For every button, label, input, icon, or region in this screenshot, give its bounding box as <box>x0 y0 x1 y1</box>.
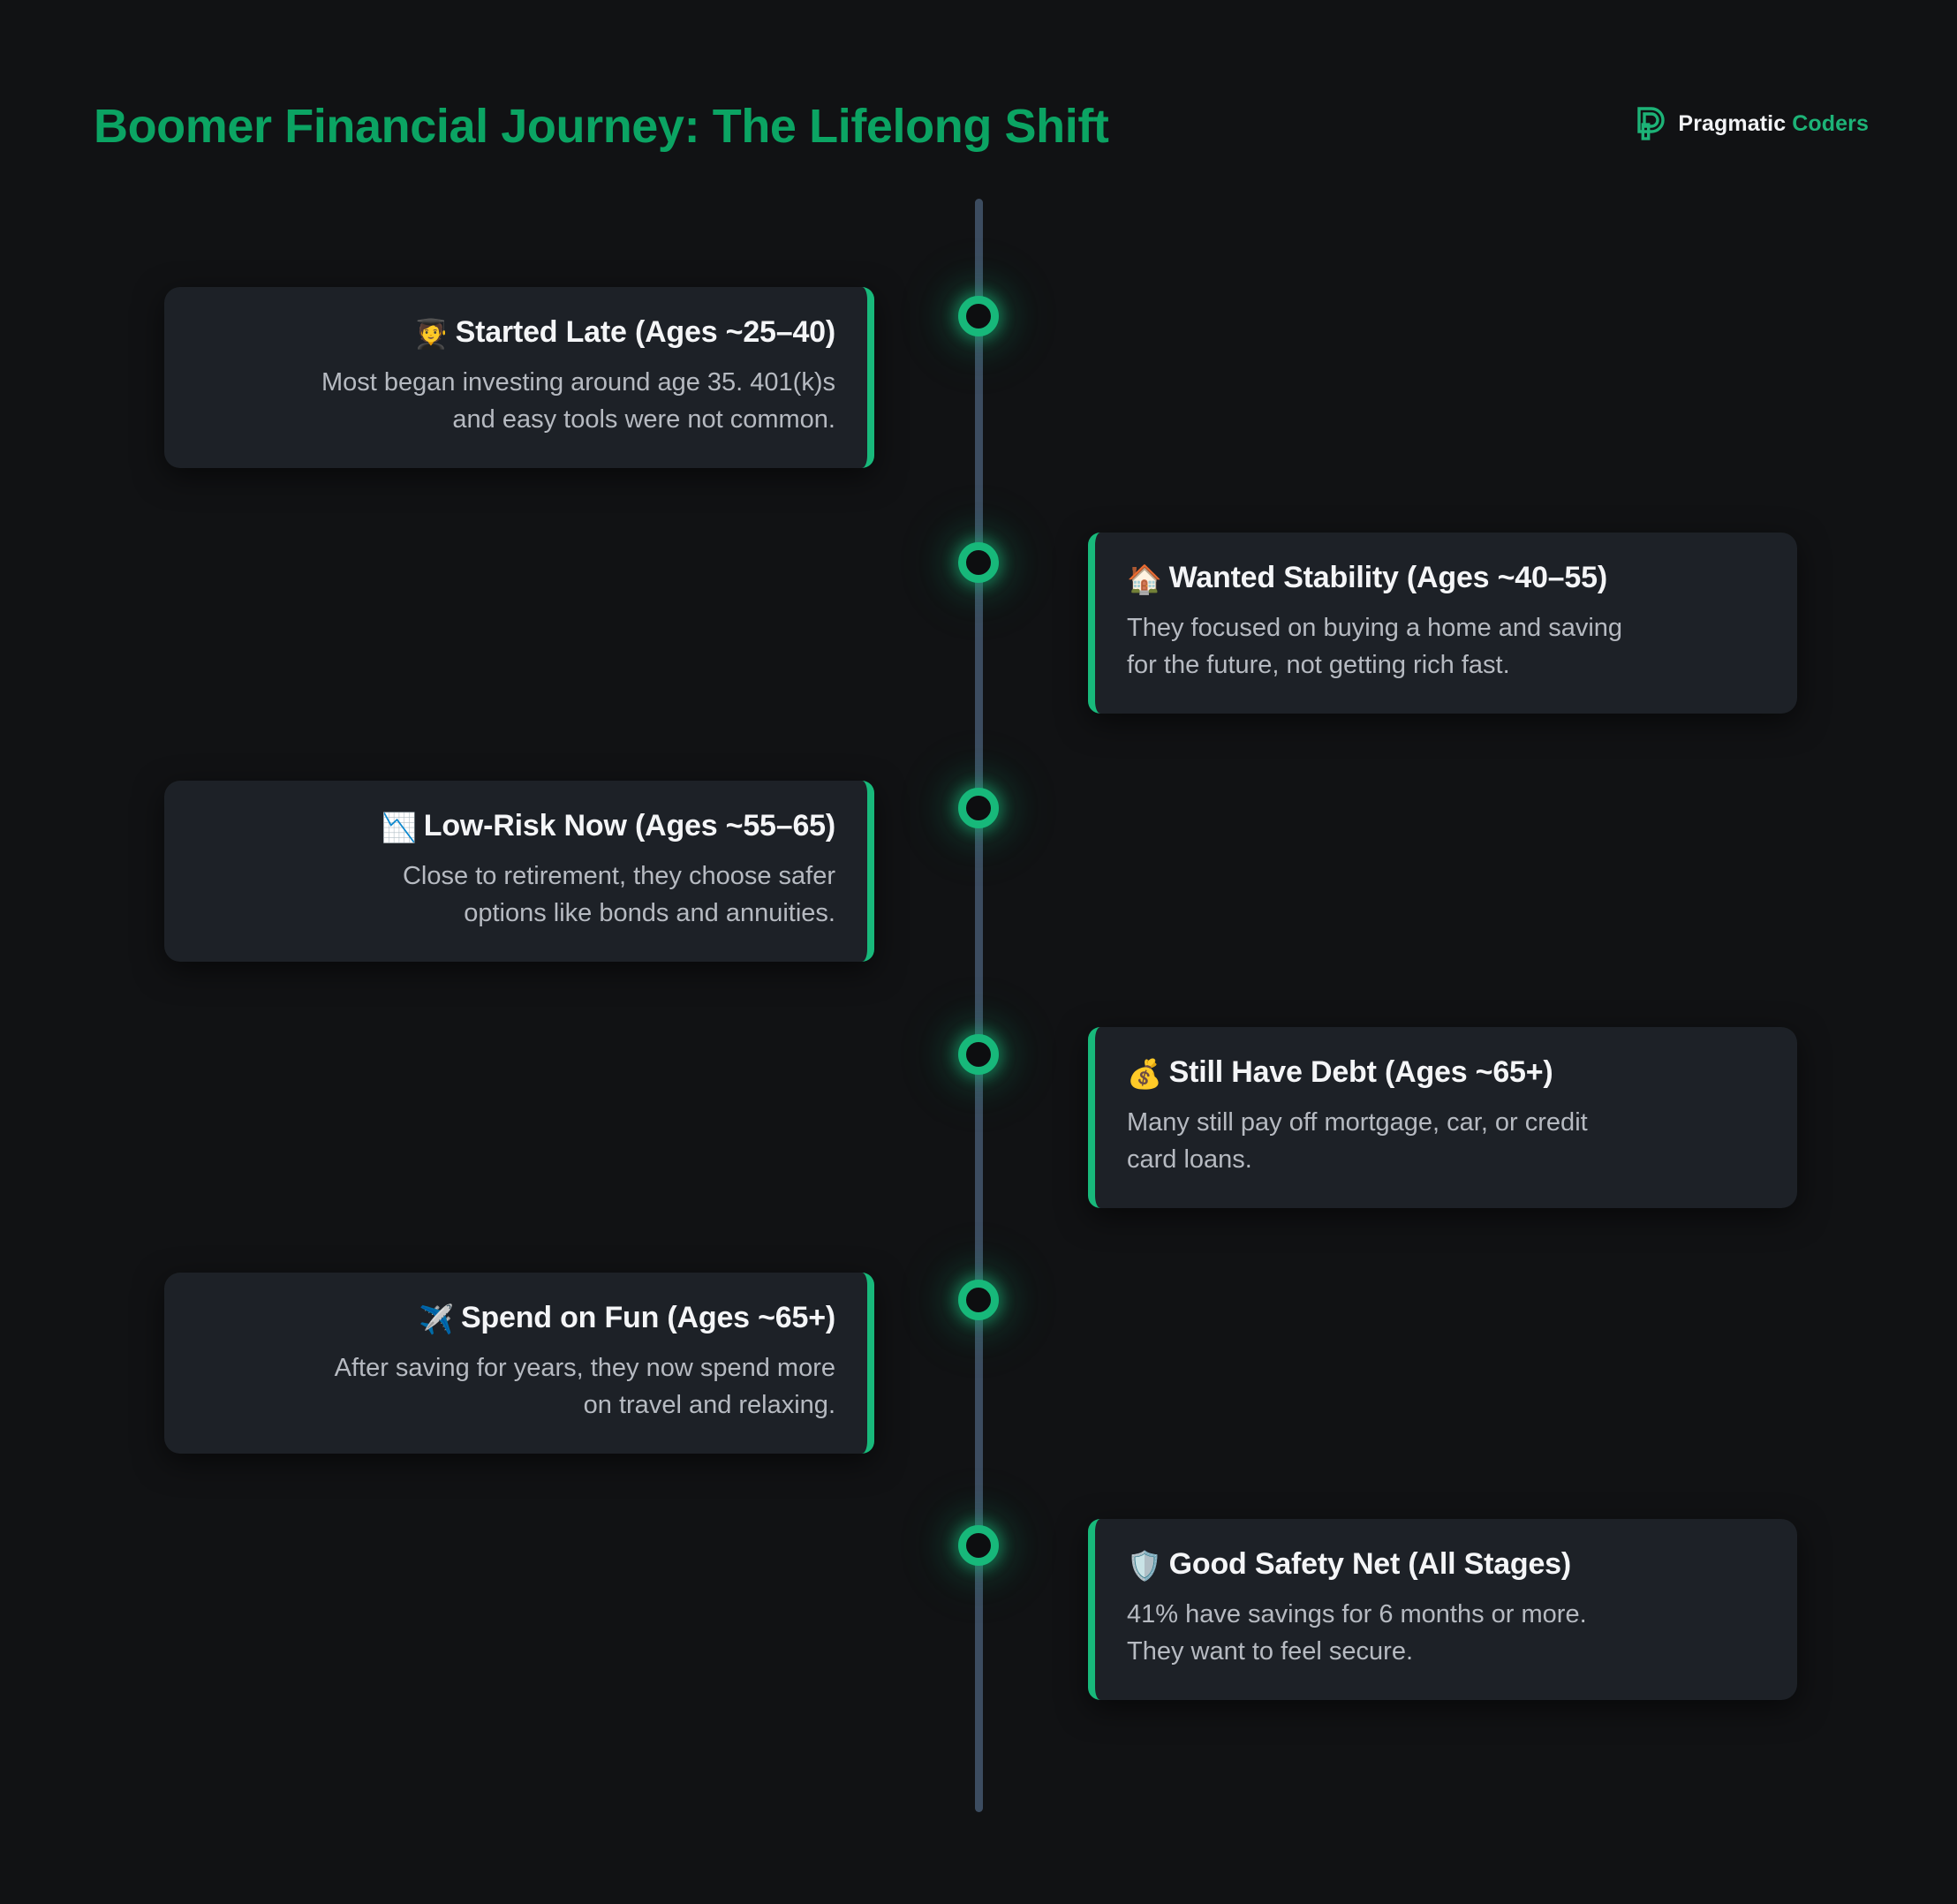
card-body-line: for the future, not getting rich fast. <box>1127 650 1510 679</box>
timeline-card-4[interactable]: 💰Still Have Debt (Ages ~65+) Many still p… <box>1088 1027 1797 1209</box>
timeline-node-4[interactable] <box>958 1034 999 1075</box>
card-body: Close to retirement, they choose safer op… <box>196 858 835 933</box>
brand-name-primary: Pragmatic <box>1678 110 1787 136</box>
brand-logo: Pragmatic Coders <box>1636 104 1869 143</box>
timeline-card-2[interactable]: 🏠Wanted Stability (Ages ~40–55) They focu… <box>1088 533 1797 714</box>
card-title: 💰Still Have Debt (Ages ~65+) <box>1127 1054 1765 1092</box>
page-title: Boomer Financial Journey: The Lifelong S… <box>94 100 1109 153</box>
card-title: 🏠Wanted Stability (Ages ~40–55) <box>1127 559 1765 598</box>
card-body: 41% have savings for 6 months or more. Th… <box>1127 1597 1765 1671</box>
money-bag-icon: 💰 <box>1127 1058 1162 1090</box>
card-title-text: Still Have Debt (Ages ~65+) <box>1168 1055 1553 1089</box>
card-body-line: Most began investing around age 35. 401(… <box>321 367 835 397</box>
airplane-icon: ✈️ <box>419 1303 454 1335</box>
graduate-icon: 🧑‍🎓 <box>412 318 449 350</box>
house-icon: 🏠 <box>1127 563 1162 595</box>
card-body-line: After saving for years, they now spend m… <box>334 1353 835 1382</box>
timeline-node-1[interactable] <box>958 296 999 336</box>
card-body: They focused on buying a home and saving… <box>1127 610 1765 684</box>
card-title: 📉Low-Risk Now (Ages ~55–65) <box>196 807 835 846</box>
card-title-text: Good Safety Net (All Stages) <box>1168 1547 1572 1581</box>
timeline-spine <box>975 199 983 1812</box>
card-body-line: Close to retirement, they choose safer <box>402 861 835 890</box>
timeline-card-1[interactable]: 🧑‍🎓Started Late (Ages ~25–40) Most began … <box>164 287 874 469</box>
chart-decreasing-icon: 📉 <box>382 812 417 843</box>
card-title-text: Wanted Stability (Ages ~40–55) <box>1168 561 1607 594</box>
brand-name-secondary: Coders <box>1792 110 1869 136</box>
timeline-node-2[interactable] <box>958 542 999 583</box>
card-title: ✈️Spend on Fun (Ages ~65+) <box>196 1299 835 1338</box>
card-body-line: card loans. <box>1127 1145 1252 1174</box>
card-body-line: 41% have savings for 6 months or more. <box>1127 1599 1587 1628</box>
card-body-line: They want to feel secure. <box>1127 1636 1413 1666</box>
timeline-node-3[interactable] <box>958 788 999 828</box>
card-body: After saving for years, they now spend m… <box>196 1350 835 1424</box>
card-body: Most began investing around age 35. 401(… <box>196 365 835 439</box>
header: Boomer Financial Journey: The Lifelong S… <box>0 0 1957 177</box>
shield-icon: 🛡️ <box>1127 1550 1162 1582</box>
card-title: 🛡️Good Safety Net (All Stages) <box>1127 1545 1765 1584</box>
pragmatic-coders-logo-icon <box>1637 107 1666 140</box>
card-body-line: options like bonds and annuities. <box>464 898 835 927</box>
card-title-text: Started Late (Ages ~25–40) <box>455 315 836 349</box>
card-body-line: They focused on buying a home and saving <box>1127 613 1623 642</box>
brand-text: Pragmatic Coders <box>1678 111 1869 137</box>
timeline-card-3[interactable]: 📉Low-Risk Now (Ages ~55–65) Close to reti… <box>164 781 874 963</box>
card-body-line: Many still pay off mortgage, car, or cre… <box>1127 1107 1588 1137</box>
card-body: Many still pay off mortgage, car, or cre… <box>1127 1105 1765 1179</box>
card-body-line: and easy tools were not common. <box>452 404 835 434</box>
timeline-card-6[interactable]: 🛡️Good Safety Net (All Stages) 41% have s… <box>1088 1519 1797 1701</box>
timeline-node-6[interactable] <box>958 1525 999 1566</box>
card-body-line: on travel and relaxing. <box>583 1390 835 1419</box>
card-title-text: Low-Risk Now (Ages ~55–65) <box>423 809 835 842</box>
timeline-node-5[interactable] <box>958 1280 999 1320</box>
card-title: 🧑‍🎓Started Late (Ages ~25–40) <box>196 314 835 352</box>
card-title-text: Spend on Fun (Ages ~65+) <box>460 1301 835 1334</box>
timeline-card-5[interactable]: ✈️Spend on Fun (Ages ~65+) After saving f… <box>164 1273 874 1454</box>
